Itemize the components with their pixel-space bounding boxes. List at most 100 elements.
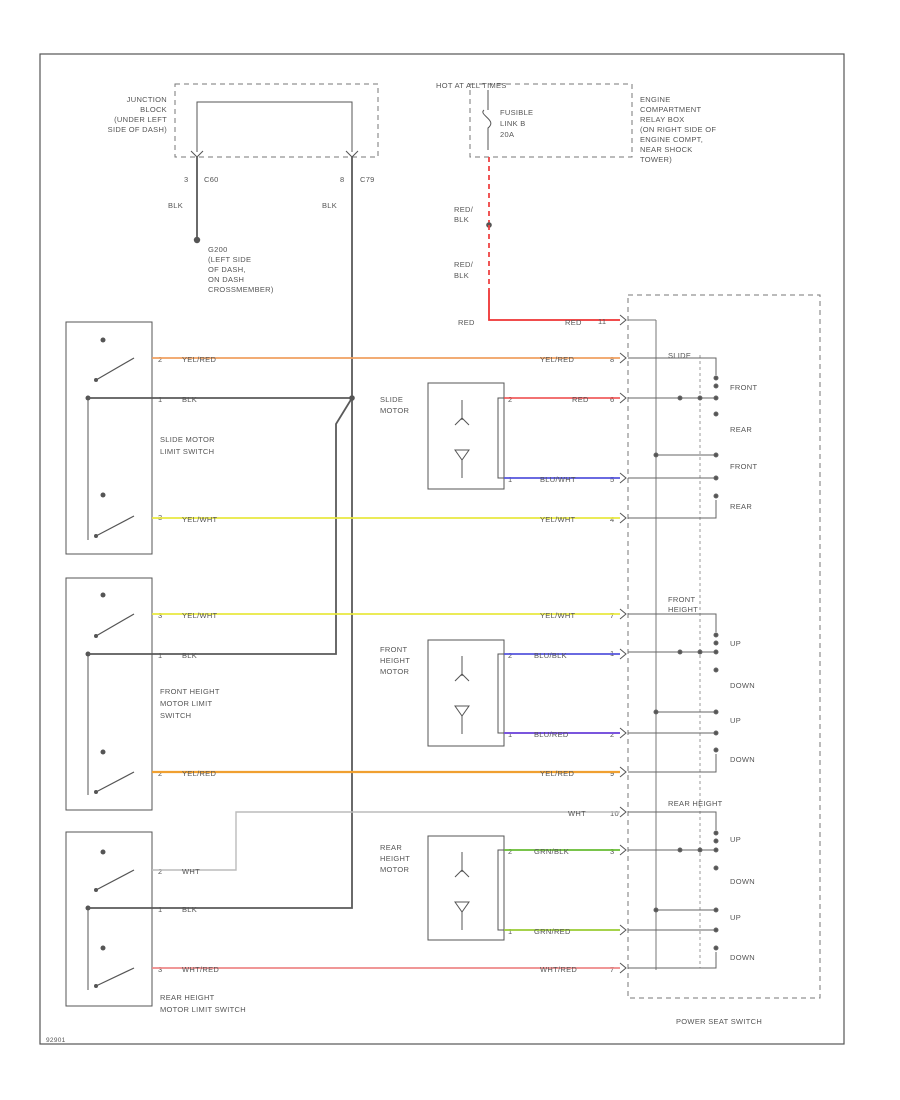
sp-7b: 7	[610, 965, 614, 974]
rm-2: 2	[508, 847, 512, 856]
junction-label-4: SIDE OF DASH)	[108, 125, 168, 134]
blk-s2: BLK	[182, 651, 197, 660]
fusible-label-3: 20A	[500, 130, 514, 139]
slide-motor-label-2: MOTOR	[380, 406, 410, 415]
yel-red-r: YEL/RED	[540, 355, 574, 364]
black-ground-bus	[152, 157, 353, 909]
relay-label-2: COMPARTMENT	[640, 105, 701, 114]
junction-label-2: BLOCK	[140, 105, 167, 114]
diagram-frame	[39, 53, 845, 1045]
red-blk-1-a: RED/	[454, 205, 474, 214]
front-1-label: FRONT	[730, 383, 757, 392]
ground-label-4: ON DASH	[208, 275, 244, 284]
rear-height-motor: REAR HEIGHT MOTOR 2 1	[380, 835, 512, 941]
front-2-label: FRONT	[730, 462, 757, 471]
blk-s3: BLK	[182, 905, 197, 914]
yel-wht-r2: YEL/WHT	[540, 611, 576, 620]
fusible-label-2: LINK B	[500, 119, 526, 128]
blk-s1: BLK	[182, 395, 197, 404]
blk-left-label: BLK	[168, 201, 183, 210]
yel-red-l2: YEL/RED	[182, 769, 216, 778]
relay-box	[469, 83, 633, 158]
slide-switch-label-2: LIMIT SWITCH	[160, 447, 214, 456]
sp-2: 2	[610, 730, 614, 739]
relay-label-3: RELAY BOX	[640, 115, 685, 124]
front-motor-label-2: HEIGHT	[380, 656, 410, 665]
wht-red-r: WHT/RED	[540, 965, 577, 974]
relay-label-5: ENGINE COMPT,	[640, 135, 703, 144]
sp-4: 4	[610, 515, 614, 524]
ground-label-1: G200	[208, 245, 228, 254]
black-splice-dot	[349, 395, 355, 401]
fm-2: 2	[508, 651, 512, 660]
down-3-label: DOWN	[730, 877, 755, 886]
sp-7a: 7	[610, 611, 614, 620]
front-switch-label-2: MOTOR LIMIT	[160, 699, 212, 708]
blu-red-r: BLU/RED	[534, 730, 569, 739]
rear-motor-label-3: MOTOR	[380, 865, 410, 874]
up-1-label: UP	[730, 639, 741, 648]
blk-right-label: BLK	[322, 201, 337, 210]
red-feed-main	[488, 290, 620, 321]
rear-2-label: REAR	[730, 502, 752, 511]
sp-3: 3	[610, 847, 614, 856]
hot-at-all-times: HOT AT ALL TIMES	[436, 81, 507, 90]
junction-bus	[196, 101, 353, 152]
pin-3b: 3	[158, 611, 162, 620]
red-label-1: RED	[458, 318, 475, 327]
relay-label-4: (ON RIGHT SIDE OF	[640, 125, 716, 134]
front-height-label-1: FRONT	[668, 595, 695, 604]
blu-blk-r: BLU/BLK	[534, 651, 567, 660]
ground-point	[193, 236, 201, 244]
slide-limit-switch: SLIDE MOTOR LIMIT SWITCH	[65, 321, 215, 555]
pin-3c: 3	[158, 965, 162, 974]
junction-block-box	[174, 83, 379, 158]
down-1-label: DOWN	[730, 681, 755, 690]
rear-motor-label-1: REAR	[380, 843, 402, 852]
sp-11: 11	[598, 317, 606, 326]
rm-1: 1	[508, 927, 512, 936]
switch-connector-arrows	[619, 314, 627, 974]
sp-10: 10	[610, 809, 619, 818]
wht-r: WHT	[568, 809, 586, 818]
yel-red-r2: YEL/RED	[540, 769, 574, 778]
rear-switch-label-1: REAR HEIGHT	[160, 993, 215, 1002]
pin-3-label: 3	[184, 175, 188, 184]
wht-red-l: WHT/RED	[182, 965, 219, 974]
pin-8-label: 8	[340, 175, 344, 184]
sp-9: 9	[610, 769, 614, 778]
diagram-code: 92901	[46, 1037, 66, 1044]
ground-label-2: (LEFT SIDE	[208, 255, 251, 264]
front-switch-label-3: SWITCH	[160, 711, 191, 720]
ground-label-5: CROSSMEMBER)	[208, 285, 274, 294]
power-seat-switch-label: POWER SEAT SWITCH	[676, 1017, 762, 1026]
rear-motor-label-2: HEIGHT	[380, 854, 410, 863]
sp-8: 8	[610, 355, 614, 364]
yel-wht-l2: YEL/WHT	[182, 611, 218, 620]
wire-wht-rear	[152, 811, 620, 871]
c60-label: C60	[204, 175, 219, 184]
pin-2a: 2	[158, 355, 162, 364]
junction-label-3: (UNDER LEFT	[114, 115, 167, 124]
junction-block-label: JUNCTION BLOCK (UNDER LEFT SIDE OF DASH)	[108, 95, 168, 134]
ground-label-3: OF DASH,	[208, 265, 246, 274]
left-wire-labels: YEL/RED BLK YEL/WHT YEL/WHT BLK YEL/RED …	[182, 355, 219, 974]
red-blk-1-b: BLK	[454, 215, 469, 224]
ground-label: G200 (LEFT SIDE OF DASH, ON DASH CROSSME…	[208, 245, 274, 294]
grn-blk-r: GRN/BLK	[534, 847, 569, 856]
slide-switch-label-1: SLIDE MOTOR	[160, 435, 215, 444]
black-slide-return	[152, 397, 354, 655]
down-2-label: DOWN	[730, 755, 755, 764]
up-3-label: UP	[730, 835, 741, 844]
slide-motor: SLIDE MOTOR 2 1	[380, 382, 512, 490]
yel-wht-l: YEL/WHT	[182, 515, 218, 524]
relay-box-label: ENGINE COMPARTMENT RELAY BOX (ON RIGHT S…	[640, 95, 716, 164]
rear-switch-label-2: MOTOR LIMIT SWITCH	[160, 1005, 246, 1014]
sm-1: 1	[508, 475, 512, 484]
junction-label-1: JUNCTION	[127, 95, 167, 104]
fusible-link	[482, 90, 492, 150]
blu-wht-r1: BLU/WHT	[540, 475, 576, 484]
front-height-label-2: HEIGHT	[668, 605, 698, 614]
fusible-label-1: FUSIBLE	[500, 108, 533, 117]
pin-1c: 1	[158, 905, 162, 914]
